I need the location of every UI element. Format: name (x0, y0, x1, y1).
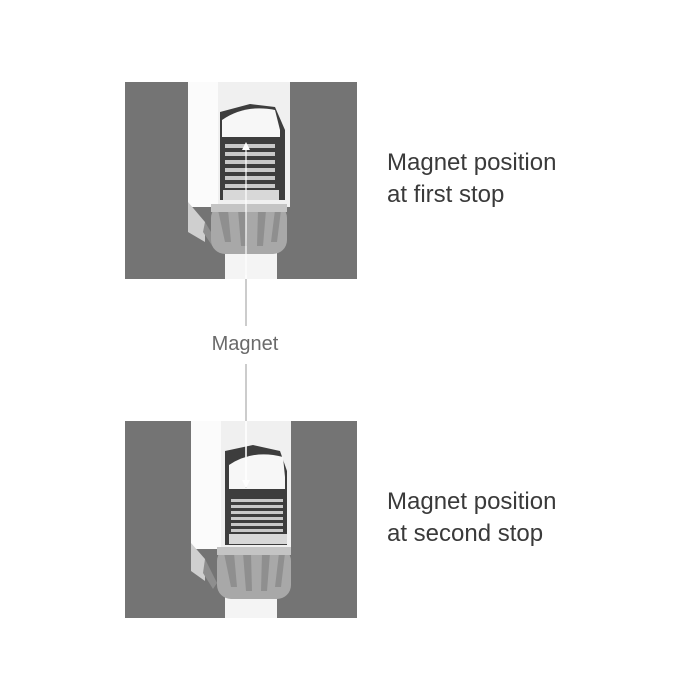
first-stop-device (125, 82, 357, 279)
first-stop-caption-line1: Magnet position (387, 149, 557, 176)
first-stop-illustration (125, 82, 357, 279)
second-stop-caption: Magnet position at second stop (387, 486, 556, 550)
second-stop-illustration (125, 421, 357, 618)
magnet (222, 108, 280, 137)
magnet-label: Magnet (170, 333, 320, 356)
spring (225, 144, 275, 188)
first-stop-caption: Magnet position at first stop (387, 147, 556, 211)
second-stop-caption-line2: at second stop (387, 520, 544, 547)
first-stop-caption-line2: at first stop (387, 181, 505, 208)
spring (231, 499, 283, 532)
second-stop-caption-line1: Magnet position (387, 488, 557, 515)
second-stop-device (125, 421, 357, 618)
